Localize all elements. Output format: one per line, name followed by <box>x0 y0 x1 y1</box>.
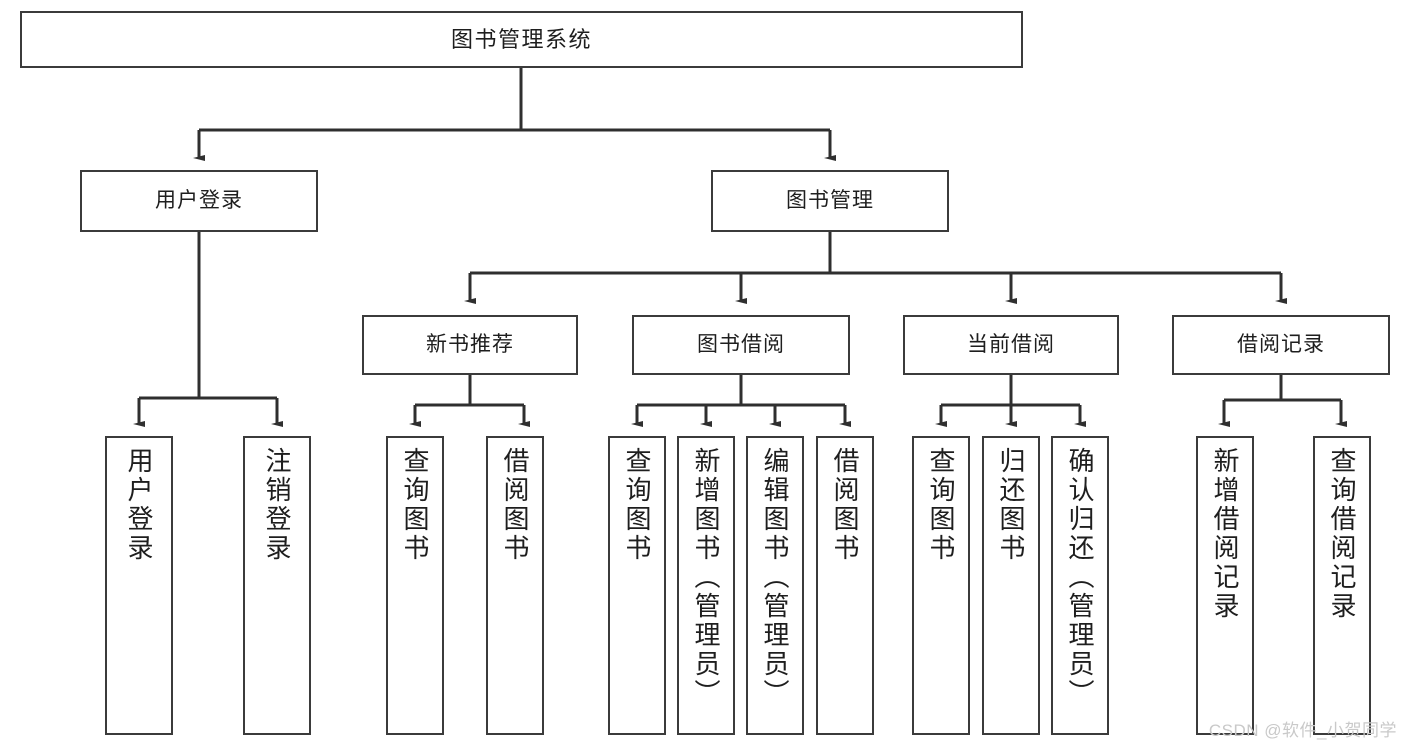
node-leaf-query-book-1[interactable]: 查询图书 <box>386 436 444 735</box>
node-label: 查询图书 <box>400 447 430 563</box>
node-user-login[interactable]: 用户登录 <box>80 170 318 232</box>
node-new-book-recommend[interactable]: 新书推荐 <box>362 315 578 375</box>
node-leaf-add-book[interactable]: 新增图书（管理员） <box>677 436 735 735</box>
node-label: 用户登录 <box>155 188 243 212</box>
node-leaf-user-logout[interactable]: 注销登录 <box>243 436 311 735</box>
node-borrow-record[interactable]: 借阅记录 <box>1172 315 1390 375</box>
node-label: 新书推荐 <box>426 332 514 356</box>
node-label: 图书借阅 <box>697 332 785 356</box>
node-leaf-user-login[interactable]: 用户登录 <box>105 436 173 735</box>
node-label: 图书管理 <box>786 188 874 212</box>
node-label: 新增借阅记录 <box>1210 447 1240 621</box>
node-label: 归还图书 <box>996 447 1026 563</box>
node-label: 查询图书 <box>926 447 956 563</box>
csdn-watermark: CSDN @软件_小贺同学 <box>1208 721 1397 740</box>
node-leaf-return-book[interactable]: 归还图书 <box>982 436 1040 735</box>
node-label: 新增图书（管理员） <box>691 447 721 708</box>
node-leaf-query-book-2[interactable]: 查询图书 <box>608 436 666 735</box>
node-book-borrow[interactable]: 图书借阅 <box>632 315 850 375</box>
node-root-system[interactable]: 图书管理系统 <box>20 11 1023 68</box>
node-leaf-add-record[interactable]: 新增借阅记录 <box>1196 436 1254 735</box>
node-label: 借阅记录 <box>1237 332 1325 356</box>
node-label: 图书管理系统 <box>450 26 592 52</box>
node-leaf-query-record[interactable]: 查询借阅记录 <box>1313 436 1371 735</box>
node-label: 查询借阅记录 <box>1327 447 1357 621</box>
node-leaf-borrow-book-1[interactable]: 借阅图书 <box>486 436 544 735</box>
node-label: 用户登录 <box>124 447 154 563</box>
node-leaf-confirm-return[interactable]: 确认归还（管理员） <box>1051 436 1109 735</box>
node-leaf-borrow-book-2[interactable]: 借阅图书 <box>816 436 874 735</box>
node-leaf-edit-book[interactable]: 编辑图书（管理员） <box>746 436 804 735</box>
node-label: 借阅图书 <box>500 447 530 563</box>
node-current-borrow[interactable]: 当前借阅 <box>903 315 1119 375</box>
node-label: 当前借阅 <box>967 332 1055 356</box>
node-label: 确认归还（管理员） <box>1065 447 1095 708</box>
node-leaf-query-book-3[interactable]: 查询图书 <box>912 436 970 735</box>
node-label: 注销登录 <box>262 447 292 563</box>
node-label: 编辑图书（管理员） <box>760 447 790 708</box>
node-label: 查询图书 <box>622 447 652 563</box>
node-label: 借阅图书 <box>830 447 860 563</box>
node-book-manage[interactable]: 图书管理 <box>711 170 949 232</box>
